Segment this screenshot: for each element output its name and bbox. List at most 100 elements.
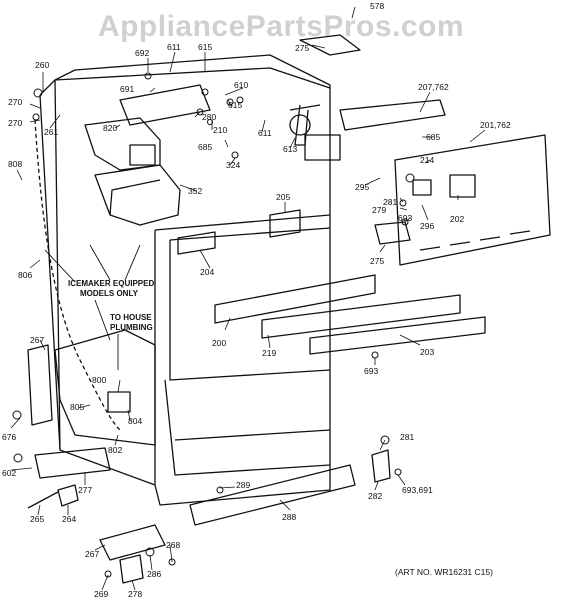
callout-615-a: 615 [198,42,212,52]
callout-260: 260 [35,60,49,70]
callout-692: 692 [135,48,149,58]
control-knob-panel [449,174,476,198]
callout-275-mid: 275 [370,256,384,266]
icemaker-unit [84,117,161,171]
fan-assembly [289,104,321,146]
evaporator-cover [339,99,446,131]
callout-289: 289 [236,480,250,490]
control-panel-slots [419,230,531,251]
callout-611-b: 611 [258,128,272,138]
leveling-leg-265 [27,484,79,509]
callout-691: 691 [120,84,134,94]
callout-282: 282 [368,491,382,501]
house-plumbing-line1: TO HOUSE [110,313,152,322]
callout-204: 204 [200,267,214,277]
callout-265: 265 [30,514,44,524]
cabinet-floor [164,379,331,476]
note-arrows [44,244,141,370]
callout-806: 806 [18,270,32,280]
callout-210: 210 [213,125,227,135]
callout-261: 261 [44,127,58,137]
callout-281-a: 281 [383,197,397,207]
callout-295: 295 [355,182,369,192]
callout-676: 676 [2,432,16,442]
icemaker-note-line1: ICEMAKER EQUIPPED [68,279,154,288]
callout-615-b: 615 [228,100,242,110]
icemaker-note-line2: MODELS ONLY [80,289,139,298]
control-panel [394,134,551,266]
callout-277: 277 [78,485,92,495]
cabinet-top-edge [54,67,331,89]
callout-802: 802 [108,445,122,455]
cabinet-outline [54,54,331,506]
callout-219: 219 [262,348,276,358]
callout-205: 205 [276,192,290,202]
callout-685-b: 685 [198,142,212,152]
callout-203: 203 [420,347,434,357]
callout-labels: 578 275 260 692 611 615 691 610 270 270 … [2,1,511,599]
water-valve-cover [54,329,156,446]
base-bracket-277 [34,447,111,479]
callout-270-a: 270 [8,97,22,107]
rail-219 [261,294,461,339]
callout-281-b: 281 [400,432,414,442]
screws [12,72,415,578]
callout-610: 610 [234,80,248,90]
shelf-rail-200 [214,274,376,324]
icemaker-bin [94,164,181,226]
callout-602: 602 [2,468,16,478]
panel-267 [27,344,53,426]
callout-279: 279 [372,205,386,215]
callout-800: 800 [92,375,106,385]
callout-267: 267 [30,335,44,345]
water-tubing [34,119,121,431]
callout-200: 200 [212,338,226,348]
callout-264: 264 [62,514,76,524]
rail-203 [309,316,486,355]
callout-267-b: 267 [85,549,99,559]
water-valve [107,391,131,413]
callout-804: 804 [128,416,142,426]
callout-352: 352 [188,186,202,196]
callout-270-b: 270 [8,118,22,128]
control-switch [412,179,432,196]
callout-808: 808 [8,159,22,169]
callout-685-a: 685 [426,132,440,142]
callout-820: 820 [103,123,117,133]
callout-278: 278 [128,589,142,599]
air-duct-top [119,84,211,126]
top-hinge [299,34,361,56]
callout-207-762: 207,762 [418,82,449,92]
callout-286: 286 [147,569,161,579]
icemaker-motor [129,144,156,166]
callout-214: 214 [420,155,434,165]
callout-296: 296 [420,221,434,231]
callout-693-691: 693,691 [402,485,433,495]
callout-275-top: 275 [295,43,309,53]
cabinet-inner-liner [169,227,331,381]
light-bracket [374,221,411,245]
callout-805: 805 [70,402,84,412]
callout-269: 269 [94,589,108,599]
callout-202: 202 [450,214,464,224]
cabinet-front-divider [154,214,331,231]
fan-blade [289,114,311,136]
bracket-205 [269,209,301,238]
toe-grille-288 [189,464,356,526]
bracket-204 [177,231,216,255]
cabinet-left-panel [39,79,61,451]
damper-control [304,134,341,161]
art-number: (ART NO. WR16231 C15) [395,567,493,577]
callout-693-b: 693 [364,366,378,376]
callout-578: 578 [370,1,384,11]
door-stop-282 [371,449,391,483]
roller-plate-267 [99,524,166,561]
callout-201-762: 201,762 [480,120,511,130]
roller-278 [119,554,144,584]
callout-324: 324 [226,160,240,170]
house-plumbing-line2: PLUMBING [110,323,153,332]
callout-613: 613 [283,144,297,154]
callout-611-a: 611 [167,42,181,52]
